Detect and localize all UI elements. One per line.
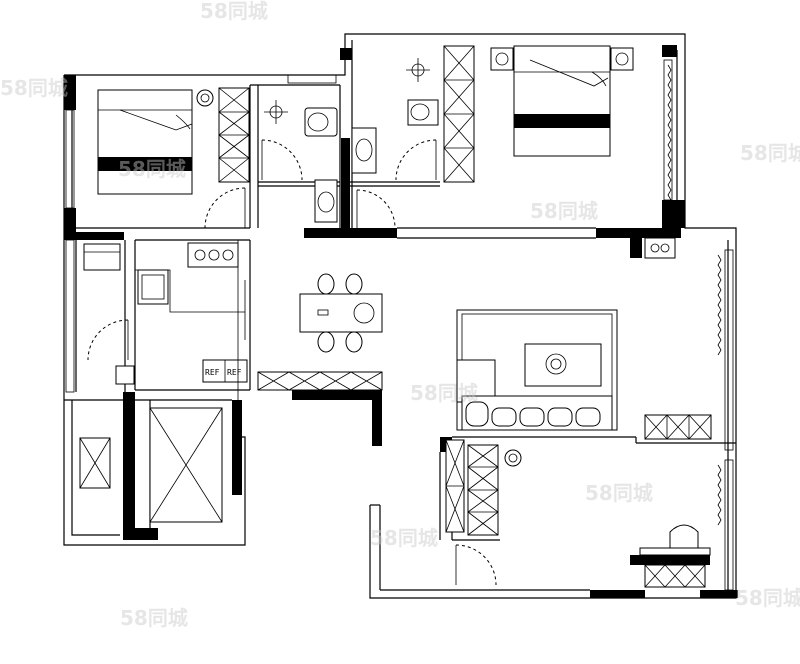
watermark-7: 58同城 bbox=[585, 481, 653, 505]
cabinet-living-room bbox=[644, 414, 712, 440]
ac-unit bbox=[644, 237, 676, 259]
bed-bedroom-2 bbox=[490, 45, 634, 157]
fridge-label-1: REF bbox=[205, 368, 220, 377]
watermark-6: 58同城 bbox=[410, 381, 478, 405]
doors bbox=[87, 139, 497, 586]
bed-bedroom-1 bbox=[97, 89, 214, 195]
wardrobe-bedroom-3-left bbox=[445, 439, 465, 533]
watermark-1: 58同城 bbox=[200, 0, 268, 23]
wardrobe-bedroom-1 bbox=[218, 87, 250, 183]
balcony-cabinet bbox=[79, 437, 111, 489]
windows bbox=[65, 59, 734, 591]
watermark-10: 58同城 bbox=[735, 586, 800, 610]
wardrobe-bedroom-3 bbox=[467, 444, 499, 536]
solid-walls bbox=[64, 45, 738, 598]
cabinet-bedroom-3 bbox=[644, 564, 706, 588]
watermark-3: 58同城 bbox=[118, 157, 186, 181]
watermark-9: 58同城 bbox=[120, 606, 188, 630]
dining-table bbox=[299, 273, 383, 353]
kitchen: REF REF bbox=[83, 242, 248, 385]
bathroom-fixtures bbox=[264, 58, 439, 223]
watermark-8: 58同城 bbox=[370, 526, 438, 550]
interior-partitions bbox=[64, 52, 736, 591]
watermark-2: 58同城 bbox=[0, 76, 68, 100]
cabinet-corridor bbox=[257, 371, 383, 391]
watermarks: 58同城 58同城 58同城 58同城 58同城 58同城 58同城 58同城 … bbox=[0, 0, 800, 630]
elevator-shaft bbox=[149, 407, 223, 523]
fridge-label-2: REF bbox=[227, 368, 242, 377]
bedroom-3-extras bbox=[504, 449, 711, 556]
wardrobes bbox=[79, 45, 712, 588]
watermark-4: 58同城 bbox=[530, 199, 598, 223]
curtains bbox=[667, 64, 722, 526]
watermark-5: 58同城 bbox=[740, 141, 800, 165]
wardrobe-bedroom-2 bbox=[443, 45, 475, 183]
living-room bbox=[456, 309, 618, 431]
